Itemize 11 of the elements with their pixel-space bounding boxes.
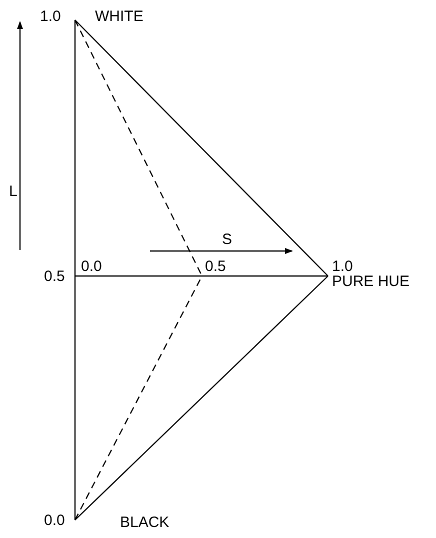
- axis-end-label: BLACK: [120, 514, 170, 531]
- axis-tick-label: 0.5: [44, 268, 65, 285]
- axis-tick-label: 1.0: [40, 8, 61, 25]
- axis-end-label: WHITE: [95, 8, 144, 25]
- axis-end-label: PURE HUE: [332, 273, 410, 290]
- axis-label: L: [9, 183, 18, 200]
- axis-tick-label: 0.0: [44, 512, 65, 529]
- axis-tick-label: 1.0: [332, 258, 353, 275]
- axis-tick-label: 0.5: [205, 258, 226, 275]
- axis-tick-label: 0.0: [81, 258, 102, 275]
- axis-label: S: [222, 231, 232, 248]
